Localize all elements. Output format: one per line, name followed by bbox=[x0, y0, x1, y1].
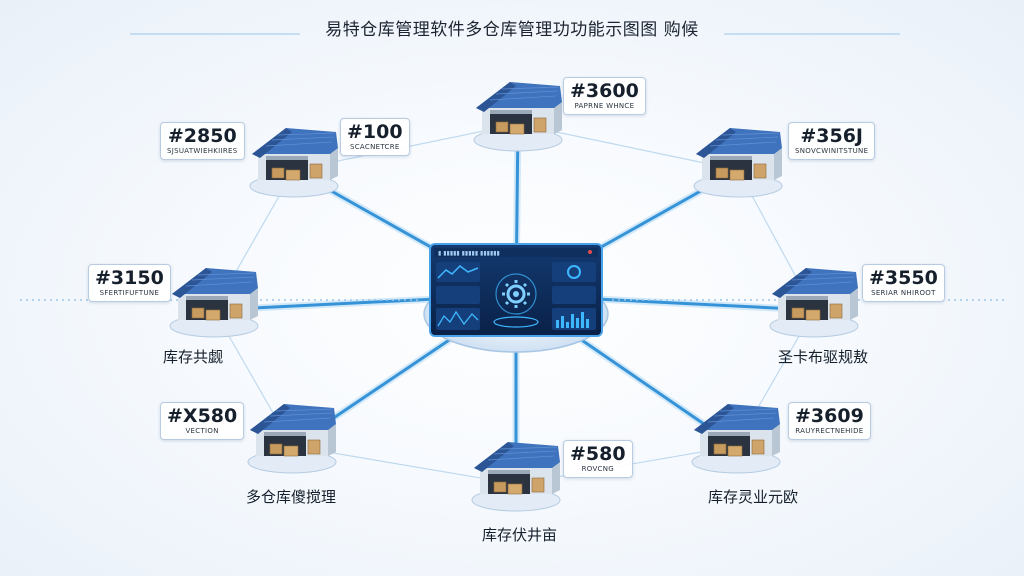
stat-number: #580 bbox=[570, 443, 626, 465]
stat-caption: SJSUATWIEHKIIRES bbox=[167, 147, 238, 155]
warehouse-label: 库存灵业元欧 bbox=[708, 488, 799, 506]
stat-caption: ROVCNG bbox=[581, 465, 614, 473]
title-bar: 易特仓库管理软件多仓库管理功功能示图图 购候 bbox=[300, 10, 724, 44]
warehouse-label: 圣卡布驱规敖 bbox=[778, 348, 869, 366]
stat-caption: SERIAR NHIROOT bbox=[871, 289, 936, 297]
hub-header-text: ▮ ▮▮▮▮▮ ▮▮▮▮▮ ▮▮▮▮▮▮ bbox=[438, 250, 500, 257]
stat-caption: PAPRNE WHNCE bbox=[574, 102, 635, 110]
warehouse-icon bbox=[244, 394, 340, 474]
warehouse-icon bbox=[470, 72, 566, 152]
stat-number: #3609 bbox=[795, 405, 864, 427]
stat-number: #100 bbox=[347, 121, 403, 143]
warehouse-label: 库存共觑 bbox=[163, 348, 224, 366]
stat-caption: VECTION bbox=[185, 427, 219, 435]
stat-number: #356J bbox=[800, 125, 863, 147]
stat-number: #X580 bbox=[167, 405, 238, 427]
stat-number: #3550 bbox=[869, 267, 938, 289]
stat-caption: SNOVCWINITSTUNE bbox=[795, 147, 869, 155]
warehouse-label: 库存伏井亩 bbox=[482, 526, 558, 544]
warehouse-icon bbox=[246, 118, 342, 198]
stat-caption: RAUYRECTNEHIDE bbox=[795, 427, 864, 435]
stat-number: #3600 bbox=[570, 80, 639, 102]
gear-icon bbox=[502, 280, 530, 308]
warehouse-label: 多仓库傻搅理 bbox=[246, 488, 337, 506]
warehouse-icon bbox=[166, 258, 262, 338]
warehouse-icon bbox=[468, 432, 564, 512]
stat-caption: SFERTIFUFTUNE bbox=[99, 289, 160, 297]
warehouse-icon bbox=[690, 118, 786, 198]
stat-caption: SCACNETCRE bbox=[350, 143, 400, 151]
warehouse-icon bbox=[766, 258, 862, 338]
warehouse-icon bbox=[688, 394, 784, 474]
central-hub: ▮ ▮▮▮▮▮ ▮▮▮▮▮ ▮▮▮▮▮▮ bbox=[423, 240, 609, 353]
stat-number: #3150 bbox=[95, 267, 164, 289]
page-title: 易特仓库管理软件多仓库管理功功能示图图 购候 bbox=[325, 19, 699, 40]
stat-number: #2850 bbox=[167, 125, 237, 147]
